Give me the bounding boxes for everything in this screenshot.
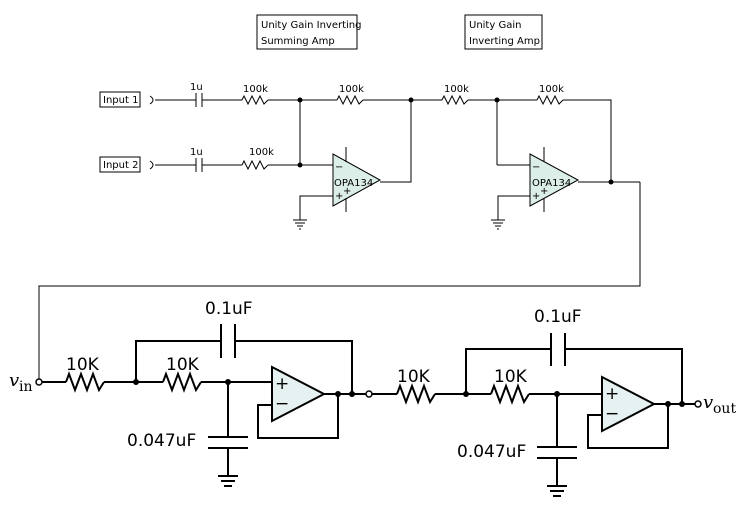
- stage2-opamp: + −: [601, 375, 657, 433]
- stage1-title-line1: Unity Gain Inverting: [261, 20, 361, 31]
- r-in1-label: 100k: [243, 84, 268, 95]
- stage1-ground: [293, 195, 333, 230]
- stage1-r1-label: 10K: [66, 355, 100, 375]
- stage2-fb-cap-label: 0.1uF: [534, 307, 582, 327]
- r-fb2: [536, 94, 564, 106]
- cap2-label: 1u: [190, 147, 203, 158]
- opamp2-minus: −: [532, 162, 540, 173]
- opamp1-label: OPA134: [334, 178, 373, 189]
- stage1-r1: [65, 371, 105, 393]
- stage2-gnd-cap-label: 0.047uF: [457, 442, 526, 462]
- input1-label-box: Input 1: [99, 91, 141, 108]
- input2-label-box: Input 2: [99, 156, 141, 173]
- stage1-gnd-cap-label: 0.047uF: [127, 431, 196, 451]
- vin-label: v: [9, 370, 19, 391]
- stage1-r2: [162, 371, 202, 393]
- cap1-label: 1u: [190, 82, 203, 93]
- input1-label: Input 1: [103, 95, 138, 106]
- stage2-r2: [490, 383, 530, 405]
- stage2-ground: [491, 195, 530, 230]
- opamp1-minus: −: [335, 162, 343, 173]
- stage2-title-box: Unity Gain Inverting Amp: [464, 14, 543, 50]
- opamp2: − + + OPA134: [529, 147, 580, 212]
- stage2-r1-label: 10K: [397, 367, 431, 387]
- input2-label: Input 2: [103, 160, 138, 171]
- stage1-r2-label: 10K: [166, 355, 200, 375]
- stage1-opamp: + −: [271, 365, 327, 423]
- opamp2-plus-inv: +: [532, 191, 540, 202]
- r-fb2-label: 100k: [539, 84, 564, 95]
- interstage-wire: [38, 182, 641, 382]
- stage1-title-box: Unity Gain Inverting Summing Amp: [256, 14, 361, 50]
- stage1-opamp-plus: +: [275, 374, 289, 394]
- input1-jack: [149, 95, 154, 105]
- stage2-title-line2: Inverting Amp: [469, 36, 540, 47]
- opamp1-plus-inv: +: [335, 191, 343, 202]
- opamp1-plus: +: [343, 186, 351, 197]
- stage2-r1: [396, 383, 436, 405]
- stage2-title-line1: Unity Gain: [469, 20, 521, 31]
- input2-jack: [149, 160, 154, 170]
- vout-subscript: out: [713, 401, 736, 417]
- r-mid: [441, 94, 469, 106]
- r-fb1: [336, 94, 364, 106]
- stage2-opamp-plus: +: [605, 384, 619, 404]
- opamp1: − + + OPA134: [332, 147, 382, 212]
- vin-subscript: in: [19, 379, 33, 395]
- stage2-r2-label: 10K: [494, 367, 528, 387]
- input2-path: [155, 158, 333, 172]
- r-in2-label: 100k: [249, 147, 274, 158]
- vout-terminal: [694, 400, 702, 408]
- stage2-opamp-minus: −: [605, 404, 619, 424]
- r-fb1-label: 100k: [339, 84, 364, 95]
- opamp2-plus: +: [540, 186, 548, 197]
- vin-terminal: [35, 378, 43, 386]
- vout-label: v: [703, 392, 713, 413]
- opamp2-label: OPA134: [532, 178, 571, 189]
- input1-path: [155, 93, 337, 107]
- stage1-opamp-minus: −: [275, 394, 289, 414]
- stage1-fb-cap-label: 0.1uF: [205, 299, 253, 319]
- r-mid-label: 100k: [444, 84, 469, 95]
- stage1-title-line2: Summing Amp: [261, 36, 335, 47]
